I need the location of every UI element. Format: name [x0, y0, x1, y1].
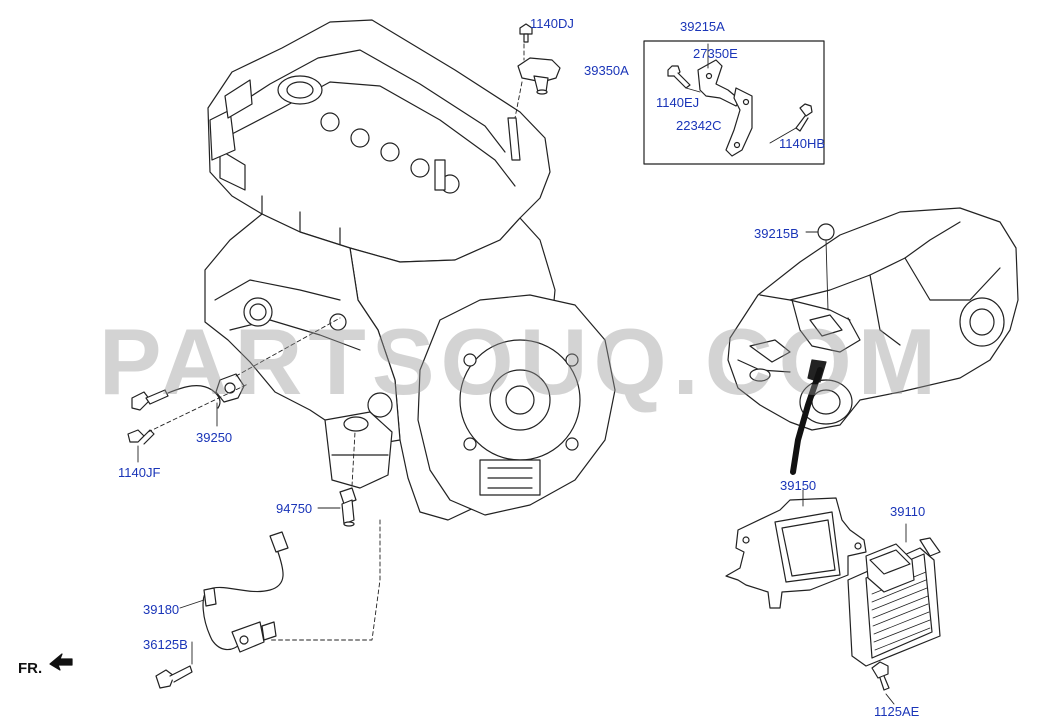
- part-label-1140dj[interactable]: 1140DJ: [530, 16, 574, 31]
- vehicle-illustration: [727, 207, 1019, 431]
- crankshaft-sensor-illustration: [202, 531, 289, 653]
- part-label-39180[interactable]: 39180: [143, 602, 180, 617]
- part-label-1140hb[interactable]: 1140HB: [779, 136, 826, 151]
- wiring-harness: [790, 367, 823, 475]
- bolt-36125b-illustration: [155, 665, 193, 689]
- bracket-group-frame: [643, 40, 825, 165]
- part-label-39215a[interactable]: 39215A: [680, 19, 725, 34]
- part-label-39110[interactable]: 39110: [890, 504, 926, 519]
- part-label-39215b[interactable]: 39215B: [754, 226, 799, 241]
- ecu-bracket-illustration: [725, 497, 867, 609]
- ecu-module-illustration: [847, 537, 941, 691]
- part-label-39250[interactable]: 39250: [196, 430, 233, 445]
- bracket-illustration: [667, 59, 813, 157]
- part-label-1140jf[interactable]: 1140JF: [118, 465, 161, 480]
- part-label-22342c[interactable]: 22342C: [676, 118, 722, 133]
- part-label-27350e[interactable]: 27350E: [693, 46, 738, 61]
- knock-sensor-illustration: [131, 373, 245, 411]
- part-label-39350a[interactable]: 39350A: [584, 63, 629, 78]
- front-direction-arrow-icon: [49, 653, 73, 671]
- part-label-36125b[interactable]: 36125B: [143, 637, 188, 652]
- oil-pressure-switch-illustration: [339, 487, 357, 527]
- bolt-1140jf-illustration: [127, 429, 155, 445]
- part-label-39150[interactable]: 39150: [780, 478, 817, 493]
- part-label-1140ej[interactable]: 1140EJ: [656, 95, 700, 110]
- engine-block-illustration: [204, 19, 616, 521]
- front-direction-label: FR.: [18, 660, 43, 677]
- camshaft-sensor-illustration: [517, 23, 561, 95]
- part-label-94750[interactable]: 94750: [276, 501, 313, 516]
- part-label-1125ae[interactable]: 1125AE: [874, 704, 920, 719]
